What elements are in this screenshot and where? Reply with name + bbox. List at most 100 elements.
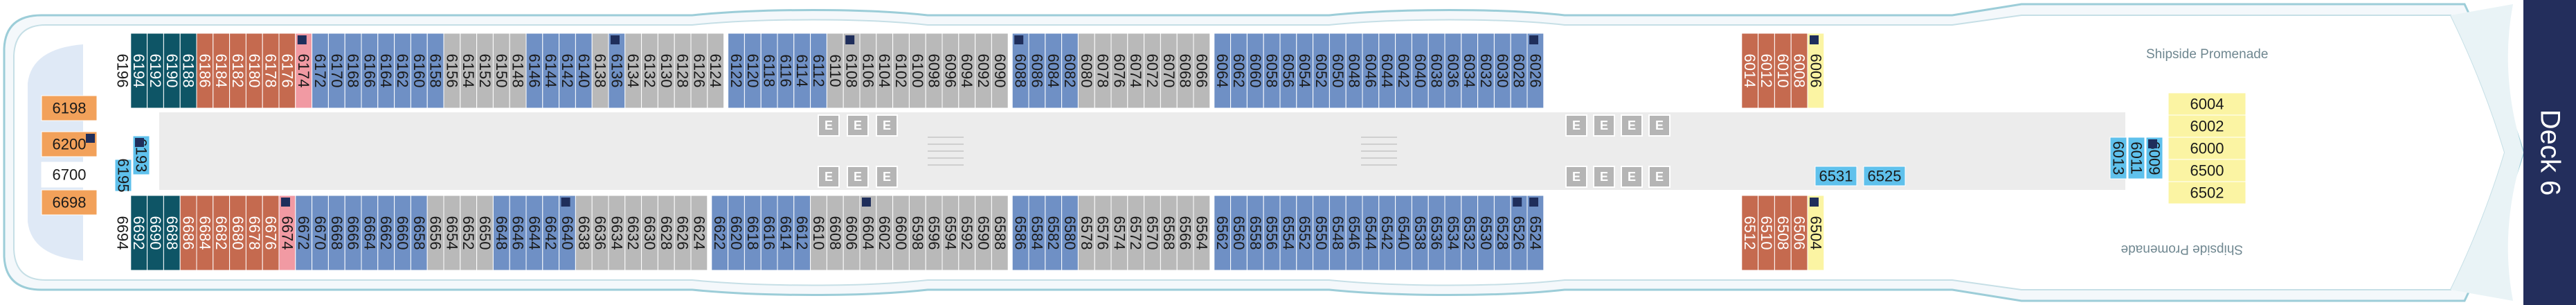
cabin-6502[interactable]: 6502 xyxy=(2168,181,2246,204)
cabin-6530[interactable]: 6530 xyxy=(1477,195,1495,271)
cabin-6026[interactable]: 6026 xyxy=(1526,33,1544,109)
cabin-6004[interactable]: 6004 xyxy=(2168,92,2246,116)
cabin-6654[interactable]: 6654 xyxy=(443,195,460,271)
cabin-6128[interactable]: 6128 xyxy=(674,33,692,109)
cabin-6686[interactable]: 6686 xyxy=(180,195,197,271)
cabin-6176[interactable]: 6176 xyxy=(278,33,296,109)
cabin-6608[interactable]: 6608 xyxy=(827,195,844,271)
cabin-6614[interactable]: 6614 xyxy=(777,195,794,271)
cabin-6506[interactable]: 6506 xyxy=(1791,195,1808,271)
cabin-6046[interactable]: 6046 xyxy=(1362,33,1379,109)
cabin-6652[interactable]: 6652 xyxy=(460,195,477,271)
cabin-6538[interactable]: 6538 xyxy=(1412,195,1429,271)
cabin-6558[interactable]: 6558 xyxy=(1247,195,1264,271)
cabin-6193[interactable]: 6193 xyxy=(132,135,150,175)
cabin-6124[interactable]: 6124 xyxy=(707,33,724,109)
cabin-6134[interactable]: 6134 xyxy=(624,33,642,109)
cabin-6556[interactable]: 6556 xyxy=(1263,195,1281,271)
cabin-6056[interactable]: 6056 xyxy=(1279,33,1297,109)
cabin-6194[interactable]: 6194 xyxy=(130,33,147,109)
cabin-6010[interactable]: 6010 xyxy=(1774,33,1792,109)
cabin-6104[interactable]: 6104 xyxy=(876,33,893,109)
cabin-6036[interactable]: 6036 xyxy=(1444,33,1461,109)
cabin-6012[interactable]: 6012 xyxy=(1758,33,1775,109)
cabin-6038[interactable]: 6038 xyxy=(1428,33,1445,109)
cabin-6622[interactable]: 6622 xyxy=(711,195,728,271)
cabin-6150[interactable]: 6150 xyxy=(493,33,510,109)
cabin-6116[interactable]: 6116 xyxy=(777,33,794,109)
cabin-6566[interactable]: 6566 xyxy=(1177,195,1194,271)
cabin-6548[interactable]: 6548 xyxy=(1329,195,1346,271)
cabin-6602[interactable]: 6602 xyxy=(876,195,893,271)
cabin-6674[interactable]: 6674 xyxy=(278,195,296,271)
cabin-6532[interactable]: 6532 xyxy=(1461,195,1478,271)
cabin-6114[interactable]: 6114 xyxy=(793,33,811,109)
cabin-6000[interactable]: 6000 xyxy=(2168,137,2246,160)
cabin-6076[interactable]: 6076 xyxy=(1110,33,1128,109)
cabin-6092[interactable]: 6092 xyxy=(975,33,992,109)
cabin-6500[interactable]: 6500 xyxy=(2168,159,2246,182)
cabin-6008[interactable]: 6008 xyxy=(1791,33,1808,109)
cabin-6028[interactable]: 6028 xyxy=(1511,33,1528,109)
cabin-6058[interactable]: 6058 xyxy=(1263,33,1281,109)
cabin-6660[interactable]: 6660 xyxy=(394,195,411,271)
cabin-6120[interactable]: 6120 xyxy=(744,33,762,109)
cabin-6154[interactable]: 6154 xyxy=(460,33,477,109)
cabin-6192[interactable]: 6192 xyxy=(147,33,164,109)
cabin-6658[interactable]: 6658 xyxy=(411,195,428,271)
cabin-6662[interactable]: 6662 xyxy=(377,195,395,271)
cabin-6508[interactable]: 6508 xyxy=(1774,195,1792,271)
cabin-6122[interactable]: 6122 xyxy=(728,33,745,109)
cabin-6552[interactable]: 6552 xyxy=(1296,195,1313,271)
cabin-6510[interactable]: 6510 xyxy=(1758,195,1775,271)
cabin-6564[interactable]: 6564 xyxy=(1193,195,1210,271)
cabin-6180[interactable]: 6180 xyxy=(246,33,263,109)
cabin-6186[interactable]: 6186 xyxy=(196,33,213,109)
cabin-6542[interactable]: 6542 xyxy=(1378,195,1396,271)
cabin-6512[interactable]: 6512 xyxy=(1741,195,1758,271)
cabin-6166[interactable]: 6166 xyxy=(361,33,378,109)
cabin-6160[interactable]: 6160 xyxy=(411,33,428,109)
cabin-6078[interactable]: 6078 xyxy=(1095,33,1112,109)
cabin-6592[interactable]: 6592 xyxy=(958,195,975,271)
cabin-6164[interactable]: 6164 xyxy=(377,33,395,109)
cabin-6070[interactable]: 6070 xyxy=(1160,33,1178,109)
cabin-6048[interactable]: 6048 xyxy=(1346,33,1363,109)
cabin-6648[interactable]: 6648 xyxy=(493,195,510,271)
cabin-6632[interactable]: 6632 xyxy=(624,195,642,271)
cabin-6606[interactable]: 6606 xyxy=(843,195,861,271)
cabin-6013[interactable]: 6013 xyxy=(2109,137,2127,180)
cabin-6198[interactable]: 6198 xyxy=(41,95,98,121)
cabin-6118[interactable]: 6118 xyxy=(761,33,778,109)
cabin-6590[interactable]: 6590 xyxy=(975,195,992,271)
cabin-6074[interactable]: 6074 xyxy=(1127,33,1144,109)
cabin-6544[interactable]: 6544 xyxy=(1362,195,1379,271)
cabin-6626[interactable]: 6626 xyxy=(674,195,692,271)
cabin-6146[interactable]: 6146 xyxy=(525,33,543,109)
cabin-6006[interactable]: 6006 xyxy=(1807,33,1824,109)
cabin-6182[interactable]: 6182 xyxy=(229,33,246,109)
cabin-6200[interactable]: 6200 xyxy=(41,131,98,157)
cabin-6598[interactable]: 6598 xyxy=(909,195,926,271)
cabin-6090[interactable]: 6090 xyxy=(991,33,1009,109)
cabin-6700[interactable]: 6700 xyxy=(41,162,98,188)
cabin-6668[interactable]: 6668 xyxy=(328,195,345,271)
cabin-6094[interactable]: 6094 xyxy=(958,33,975,109)
cabin-6084[interactable]: 6084 xyxy=(1045,33,1062,109)
cabin-6582[interactable]: 6582 xyxy=(1045,195,1062,271)
cabin-6044[interactable]: 6044 xyxy=(1378,33,1396,109)
cabin-6068[interactable]: 6068 xyxy=(1177,33,1194,109)
cabin-6130[interactable]: 6130 xyxy=(658,33,675,109)
cabin-6126[interactable]: 6126 xyxy=(690,33,708,109)
cabin-6642[interactable]: 6642 xyxy=(542,195,559,271)
cabin-6009[interactable]: 6009 xyxy=(2145,137,2163,180)
cabin-6540[interactable]: 6540 xyxy=(1395,195,1412,271)
cabin-6680[interactable]: 6680 xyxy=(229,195,246,271)
cabin-6002[interactable]: 6002 xyxy=(2168,114,2246,138)
cabin-6156[interactable]: 6156 xyxy=(443,33,460,109)
cabin-6672[interactable]: 6672 xyxy=(295,195,312,271)
cabin-6112[interactable]: 6112 xyxy=(810,33,827,109)
cabin-6100[interactable]: 6100 xyxy=(909,33,926,109)
cabin-6568[interactable]: 6568 xyxy=(1160,195,1178,271)
cabin-6588[interactable]: 6588 xyxy=(991,195,1009,271)
